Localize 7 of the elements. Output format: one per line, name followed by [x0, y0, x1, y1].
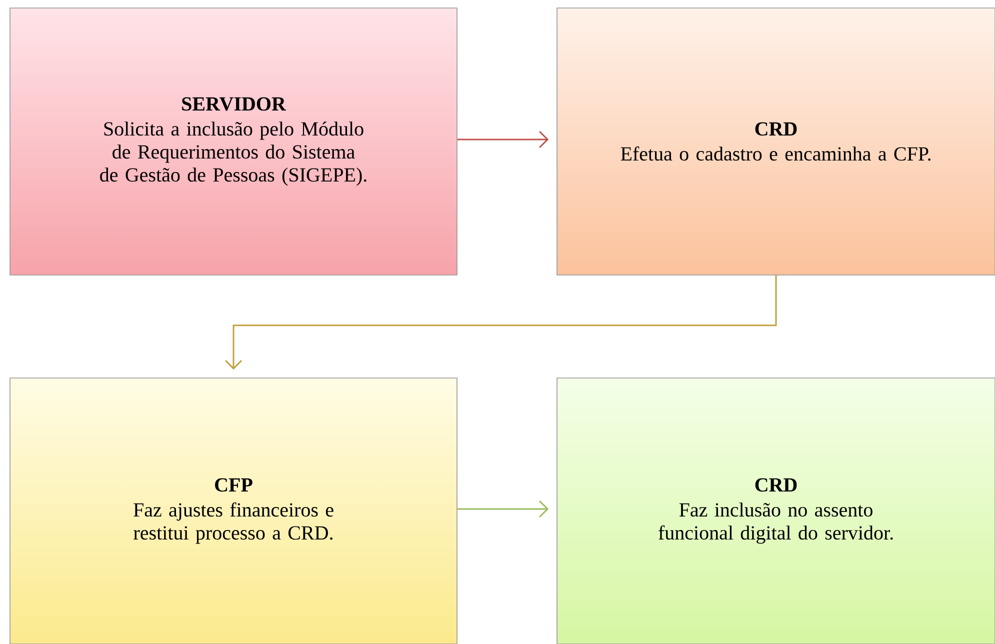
process-box: CRD Faz inclusão no assento funcional digital do servidor.: [556, 378, 995, 644]
process-box: CRD Efetua o cadastro e encaminha a CFP.: [556, 8, 995, 276]
process-box: SERVIDOR Solicita a inclusão pelo Módulo de Requerimentos do Sistema de Gestão de Pessoas (SIGEPE).: [10, 8, 458, 276]
arrow: [457, 500, 549, 518]
arrow: [224, 275, 777, 370]
arrow: [457, 130, 549, 148]
process-box: CFP Faz ajustes financeiros e restitui processo a CRD.: [10, 378, 458, 644]
